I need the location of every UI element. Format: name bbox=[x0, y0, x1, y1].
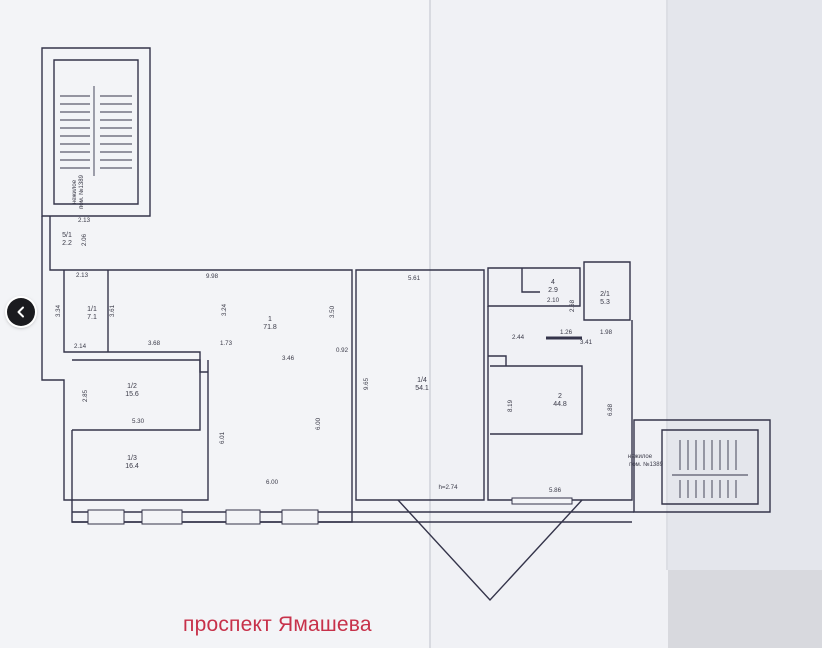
room-label-2-area: 44.8 bbox=[553, 401, 567, 408]
dimension-label: 3.68 bbox=[148, 340, 161, 347]
room-2-1-wall bbox=[583, 261, 631, 321]
dimension-label: h=2.74 bbox=[438, 484, 458, 491]
dimension-label: 1.26 bbox=[560, 329, 573, 336]
room-1-north-wall bbox=[108, 269, 353, 500]
paper-right-sheet bbox=[668, 0, 822, 570]
paper-corner-shadow bbox=[668, 570, 822, 648]
room-label-2-id: 2 bbox=[558, 393, 562, 400]
dimension-label: 2.13 bbox=[76, 272, 89, 279]
room-1-notch bbox=[199, 360, 208, 373]
previous-image-button[interactable] bbox=[7, 298, 35, 326]
stair-top-label-1: нежилое bbox=[72, 179, 78, 204]
dimension-label: 1.73 bbox=[220, 340, 233, 347]
room-label-4-id: 4 bbox=[551, 279, 555, 286]
dimension-label: 0.92 bbox=[336, 347, 349, 354]
entrance-porch bbox=[397, 499, 583, 602]
dimension-label: 2.68 bbox=[569, 299, 576, 312]
chevron-left-icon bbox=[17, 306, 24, 318]
dimension-label: 5.61 bbox=[408, 275, 421, 282]
room-1-4-wall bbox=[355, 269, 485, 501]
room-label-1-3-area: 16.4 bbox=[125, 463, 139, 470]
room-label-1-2-id: 1/2 bbox=[127, 383, 137, 390]
room-label-1-3-id: 1/3 bbox=[127, 455, 137, 462]
dimension-label: 2.85 bbox=[82, 389, 89, 402]
dimension-label: 3.61 bbox=[109, 304, 116, 317]
dimension-label: 5.86 bbox=[549, 487, 562, 494]
room-label-1-4-area: 54.1 bbox=[415, 385, 429, 392]
room-1-1-wall bbox=[63, 270, 108, 353]
room-1-3-wall bbox=[71, 360, 209, 501]
dimension-label: 3.24 bbox=[221, 303, 228, 316]
stair-treads-top bbox=[60, 86, 132, 176]
dimension-label: 3.41 bbox=[580, 339, 593, 346]
room-2-inner-wall bbox=[490, 365, 583, 435]
room-label-2-1-area: 5.3 bbox=[600, 299, 610, 306]
dimension-label: 3.34 bbox=[55, 304, 62, 317]
stair-bottom-label-1: нежилое bbox=[628, 454, 653, 460]
corridor-wall bbox=[108, 351, 201, 360]
room-label-5-1-id: 5/1 bbox=[62, 232, 72, 239]
stairwell-top-inner bbox=[53, 59, 139, 205]
dimension-labels: 2.13 2.06 2.13 9.98 3.24 3.50 5.61 3.34 … bbox=[55, 217, 614, 494]
dimension-label: 2.44 bbox=[512, 334, 525, 341]
room-4-wall bbox=[487, 267, 581, 307]
dimension-label: 1.98 bbox=[600, 329, 613, 336]
room-label-1-2-area: 15.6 bbox=[125, 391, 139, 398]
stairwell-bottom-wall bbox=[633, 419, 771, 513]
room-label-1-4-id: 1/4 bbox=[417, 377, 427, 384]
stairwell-top-wall bbox=[41, 47, 151, 217]
room-1-2-wall bbox=[72, 359, 201, 431]
room-label-4-area: 2.9 bbox=[548, 287, 558, 294]
room-2-notch bbox=[488, 355, 507, 366]
dimension-label: 2.06 bbox=[81, 233, 88, 246]
street-name-label: проспект Ямашева bbox=[183, 613, 372, 636]
dimension-label: 8.19 bbox=[507, 399, 514, 412]
dimension-label: 6.01 bbox=[219, 431, 226, 444]
dimension-label: 5.30 bbox=[132, 418, 145, 425]
stairwell-bottom-inner bbox=[661, 429, 759, 505]
paper-middle-sheet bbox=[430, 0, 668, 648]
dimension-label: 2.13 bbox=[78, 217, 91, 224]
stair-top-label-2: пом. №1389 bbox=[78, 174, 85, 208]
room-label-1-id: 1 bbox=[268, 316, 272, 323]
dimension-label: 9.98 bbox=[206, 273, 219, 280]
room-label-1-area: 71.8 bbox=[263, 324, 277, 331]
dimension-label: 2.10 bbox=[547, 297, 560, 304]
dimension-label: 6.00 bbox=[315, 417, 322, 430]
dimension-label: 6.88 bbox=[607, 403, 614, 416]
dimension-label: 6.00 bbox=[266, 479, 279, 486]
stair-treads-bottom bbox=[672, 440, 748, 498]
room-label-1-1-area: 7.1 bbox=[87, 314, 97, 321]
paper-left-sheet bbox=[0, 0, 430, 648]
room-label-1-1-id: 1/1 bbox=[87, 306, 97, 313]
room-label-2-1-id: 2/1 bbox=[600, 291, 610, 298]
vestibule-wall bbox=[49, 216, 108, 271]
wc-partition bbox=[521, 268, 540, 293]
stair-labels: нежилое пом. №1389 нежилое пом. №1389 bbox=[72, 174, 664, 468]
room-labels: 5/12.2 1/17.1 171.8 1/215.6 1/316.4 1/45… bbox=[62, 232, 610, 470]
dimension-label: 9.65 bbox=[363, 377, 370, 390]
dimension-label: 3.50 bbox=[329, 305, 336, 318]
stair-bottom-label-2: пом. №1389 bbox=[629, 461, 663, 468]
windows bbox=[87, 497, 573, 525]
dimension-label: 2.14 bbox=[74, 343, 87, 350]
dimension-label: 3.46 bbox=[282, 355, 295, 362]
room-label-5-1-area: 2.2 bbox=[62, 240, 72, 247]
